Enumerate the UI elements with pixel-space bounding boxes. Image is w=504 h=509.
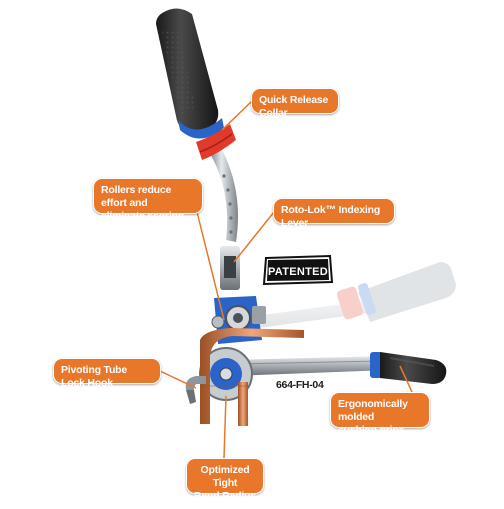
lower-grip	[370, 352, 447, 384]
callout-text-line2: Bend Radius	[194, 490, 256, 502]
lower-arm	[228, 356, 390, 376]
patented-text: PATENTED	[268, 266, 328, 278]
callout-text: Quick Release Collar	[259, 94, 329, 119]
callout-quick-release-collar: Quick Release Collar	[251, 88, 339, 119]
callout-text-line2: cushion grips	[338, 424, 405, 436]
callout-cushion-grips: Ergonomically molded cushion grips	[330, 392, 430, 436]
upper-grip	[156, 8, 224, 139]
quick-release-collar	[196, 124, 236, 160]
callout-text-line1: Rollers reduce effort and	[101, 184, 172, 209]
patented-badge: PATENTED	[262, 254, 334, 286]
callout-bend-radius: Optimized Tight Bend Radius	[186, 458, 264, 502]
callout-text-line2: eliminate scoring marks	[101, 210, 184, 235]
callout-roto-lok: Roto-Lok™ Indexing Lever	[273, 198, 395, 229]
upper-arm	[208, 146, 238, 242]
callout-rollers: Rollers reduce effort and eliminate scor…	[93, 178, 203, 235]
copper-tube	[200, 328, 304, 426]
ghost-handle	[240, 262, 456, 330]
model-number: 664-FH-04	[276, 379, 324, 391]
roto-lok-lever	[220, 246, 240, 290]
callout-text-line1: Ergonomically molded	[338, 398, 408, 423]
callout-text: Roto-Lok™ Indexing Lever	[281, 204, 381, 229]
leader-lines	[159, 100, 413, 459]
callout-pivoting-hook: Pivoting Tube Lock Hook	[53, 358, 161, 389]
pivoting-hook	[185, 376, 206, 404]
callout-text-line1: Optimized Tight	[200, 464, 250, 489]
callout-text: Pivoting Tube Lock Hook	[61, 364, 128, 389]
